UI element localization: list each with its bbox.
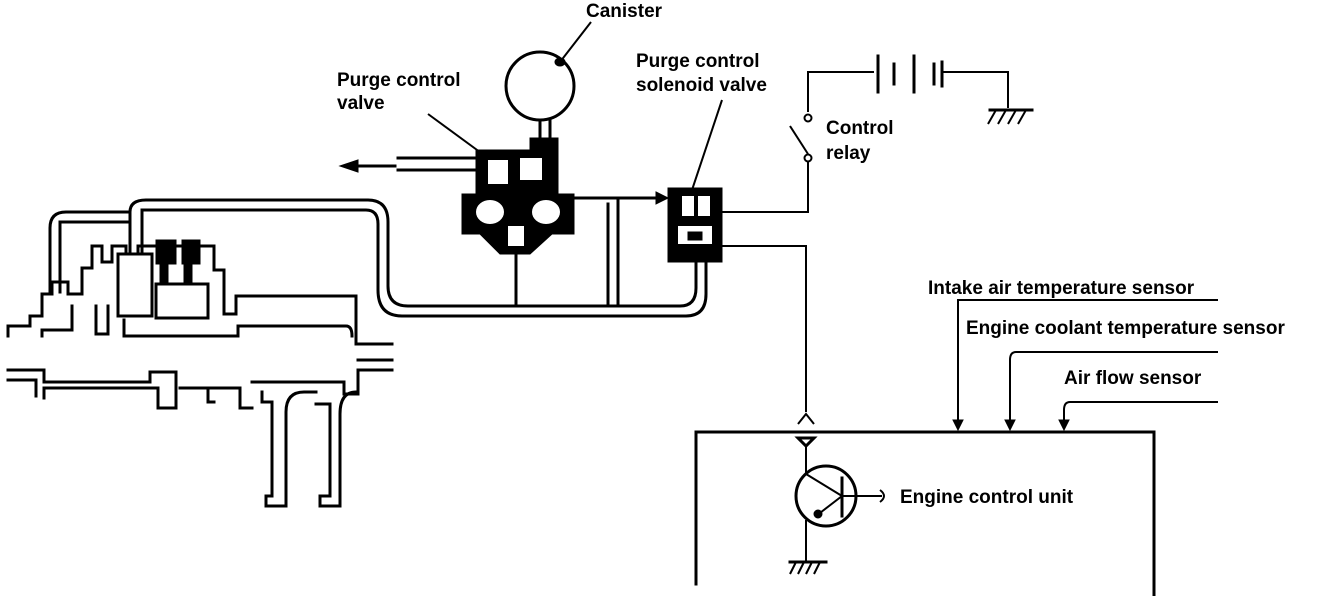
solenoid-signal-wire — [722, 245, 807, 412]
intake-air-temp-sensor-label: Intake air temperature sensor — [928, 278, 1195, 299]
battery — [807, 54, 1009, 112]
engine-coolant-temp-sensor-line — [1004, 351, 1218, 432]
air-flow-sensor-line — [1058, 401, 1218, 432]
ground-symbol-battery — [987, 108, 1034, 125]
control-relay-label-line2: relay — [826, 143, 871, 164]
vacuum-hoses — [48, 196, 708, 318]
canister — [504, 21, 592, 142]
throttle-body-intake-manifold — [6, 239, 394, 508]
control-relay-label-line1: Control — [826, 118, 894, 139]
purge-control-solenoid-valve — [655, 99, 723, 263]
engine-control-unit-label: Engine control unit — [900, 487, 1074, 508]
air-flow-sensor-label: Air flow sensor — [1064, 368, 1202, 389]
engine-coolant-temp-sensor-label: Engine coolant temperature sensor — [966, 318, 1285, 339]
purge-control-valve-label-line2: valve — [337, 93, 385, 114]
purge-control-valve — [338, 113, 575, 296]
purge-control-valve-label-line1: Purge control — [337, 70, 461, 91]
intake-air-temp-sensor-line — [952, 299, 1218, 432]
ground-symbol-ecu — [788, 560, 828, 575]
canister-label: Canister — [586, 1, 663, 22]
purge-solenoid-label-line2: solenoid valve — [636, 75, 767, 96]
purge-solenoid-label-line1: Purge control — [636, 51, 760, 72]
engine-control-unit — [694, 412, 1156, 596]
control-relay — [722, 113, 813, 213]
